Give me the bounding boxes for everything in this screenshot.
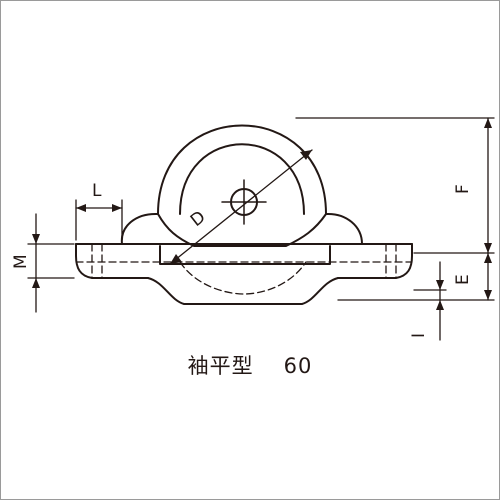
- base-body: [147, 277, 339, 305]
- flange-right-end: [337, 243, 413, 279]
- housing-outline: [120, 212, 363, 247]
- caption-size: 60: [283, 354, 313, 378]
- dimension-I: [436, 261, 444, 341]
- hidden-lines: [75, 243, 413, 295]
- flange-left-end: [75, 243, 149, 279]
- wheel-inner-arc: [179, 143, 305, 215]
- dimension-M-label: M: [11, 254, 31, 269]
- dimension-D: [169, 149, 313, 265]
- caption-type-name: 袖平型: [187, 354, 254, 378]
- dimension-D-label: D: [187, 207, 210, 231]
- dimension-E: [484, 252, 492, 301]
- dimension-L-label: L: [92, 181, 102, 201]
- dimension-L: [75, 199, 123, 241]
- extension-lines: [295, 117, 495, 301]
- dimension-I-label: I: [409, 333, 429, 338]
- wheel-recess: [159, 245, 331, 265]
- axle-icon: [221, 179, 267, 225]
- dimension-E-label: E: [453, 274, 473, 285]
- wheel-outer-arc: [157, 124, 327, 215]
- dimension-F-label: F: [453, 184, 473, 194]
- diagram-caption: 袖平型 60: [0, 350, 500, 380]
- dimension-M: [27, 213, 75, 313]
- dimension-F: [484, 117, 492, 254]
